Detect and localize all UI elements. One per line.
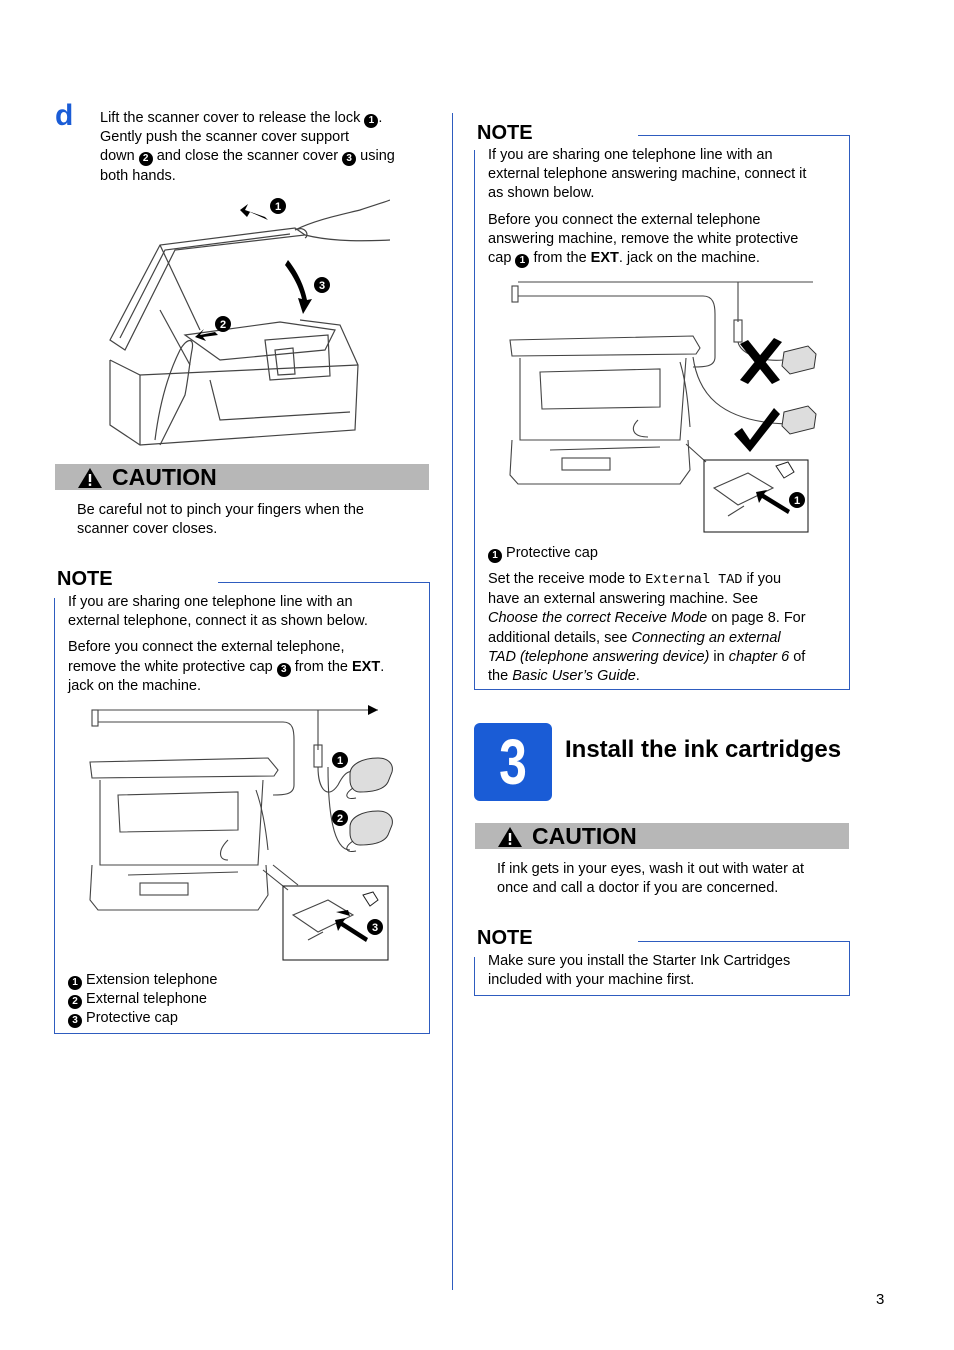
badge: 1 bbox=[364, 114, 379, 128]
caution-bar bbox=[475, 823, 849, 849]
section-title: Install the ink cartridges bbox=[565, 736, 842, 763]
caution-text: Be careful not to pinch your fingers whe… bbox=[77, 502, 364, 538]
badge: 3 bbox=[276, 662, 291, 677]
svg-text:2: 2 bbox=[337, 813, 343, 825]
legend-item: 1 Protective cap bbox=[488, 544, 598, 563]
note-box bbox=[54, 582, 430, 1034]
page-number: 3 bbox=[876, 1291, 885, 1308]
badge: 3 bbox=[342, 152, 357, 167]
caution-bar bbox=[55, 464, 429, 490]
caution-text: If ink gets in your eyes, wash it out wi… bbox=[497, 861, 805, 897]
legend-item: 3 Protective cap bbox=[68, 1009, 217, 1029]
badge: 2 bbox=[138, 152, 153, 167]
warning-icon bbox=[78, 468, 102, 488]
note-text: If you are sharing one telephone line wi… bbox=[68, 594, 385, 694]
scanner-cover-illustration: 1 3 2 bbox=[109, 198, 390, 446]
note-box bbox=[474, 135, 850, 690]
note-title: NOTE bbox=[477, 122, 533, 144]
svg-text:1: 1 bbox=[794, 495, 800, 507]
svg-text:3: 3 bbox=[372, 922, 378, 934]
svg-text:1: 1 bbox=[337, 755, 343, 767]
note-legend: 1 Protective cap bbox=[488, 544, 598, 563]
note-title: NOTE bbox=[477, 927, 533, 949]
legend-item: 1 Extension telephone bbox=[68, 971, 217, 990]
badge: 1 bbox=[515, 254, 530, 269]
note-top-rule bbox=[638, 135, 849, 136]
answering-machine-diagram: 1 bbox=[509, 281, 817, 533]
caution-title: CAUTION bbox=[532, 823, 637, 849]
note-left-rule bbox=[474, 957, 475, 996]
note-text: Make sure you install the Starter Ink Ca… bbox=[488, 953, 791, 989]
svg-text:3: 3 bbox=[319, 280, 325, 292]
extension-telephone-diagram: 1 2 3 bbox=[89, 705, 393, 961]
section-number: 3 bbox=[499, 726, 527, 798]
column-divider bbox=[452, 113, 453, 1290]
note-top-rule bbox=[638, 941, 849, 942]
step-instructions: Lift the scanner cover to release the lo… bbox=[100, 110, 395, 184]
caution-title: CAUTION bbox=[112, 464, 217, 490]
note-top-rule bbox=[218, 582, 429, 583]
legend-item: 2 External telephone bbox=[68, 990, 217, 1010]
warning-icon bbox=[498, 827, 522, 847]
svg-text:2: 2 bbox=[220, 319, 226, 331]
note-box bbox=[474, 941, 850, 996]
note-text: If you are sharing one telephone line wi… bbox=[488, 147, 807, 269]
note-left-rule bbox=[54, 598, 55, 1034]
receive-mode-text: Set the receive mode to External TAD if … bbox=[488, 571, 806, 685]
svg-text:1: 1 bbox=[275, 201, 281, 213]
section-number-box: 3 bbox=[474, 723, 552, 801]
note-title: NOTE bbox=[57, 568, 113, 590]
step-letter: d bbox=[55, 99, 74, 132]
note-left-rule bbox=[474, 150, 475, 690]
note-legend: 1 Extension telephone 2 External telepho… bbox=[68, 971, 217, 1029]
